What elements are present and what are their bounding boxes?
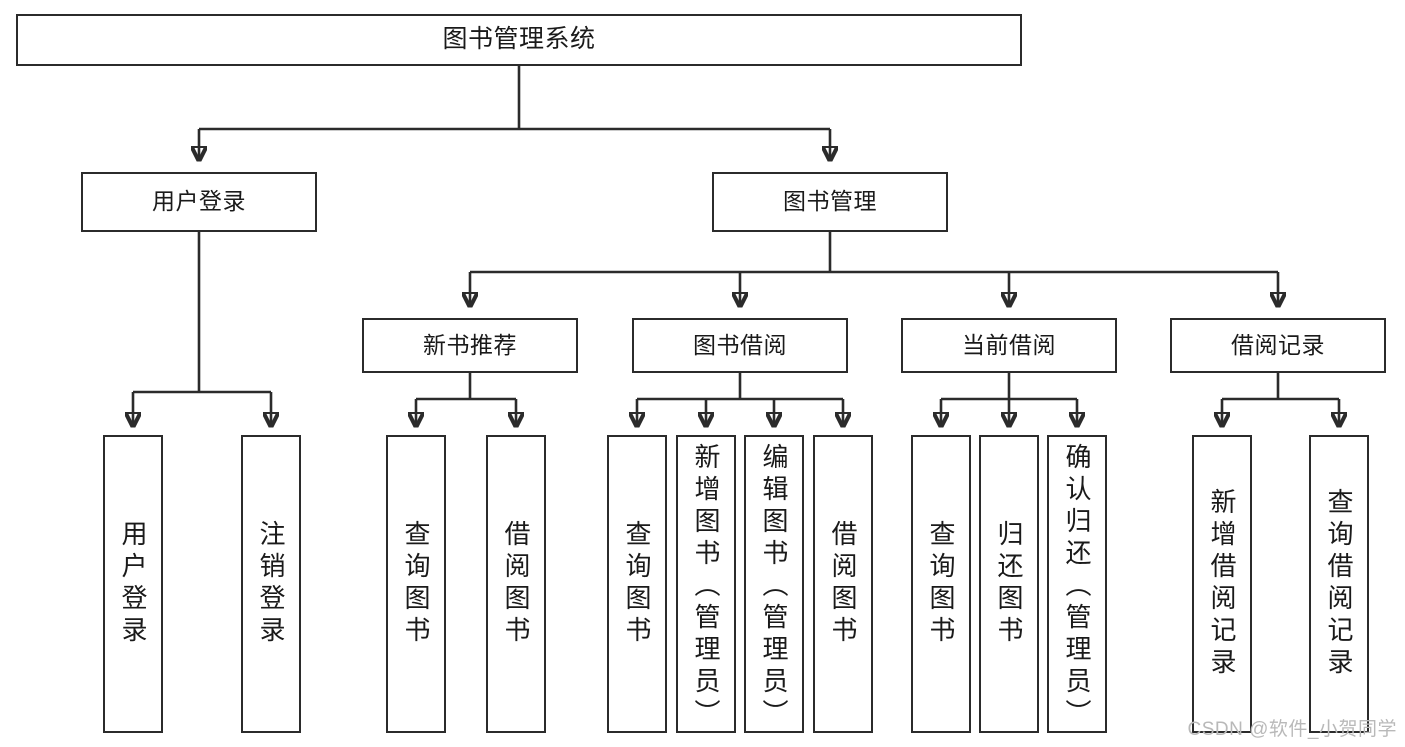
node-label: 新增图书（管理员） (691, 443, 721, 731)
leaf-borrow-edit-book-admin[interactable]: 编辑图书（管理员） (744, 435, 804, 733)
leaf-text-wrap: 查询借阅记录 (1311, 437, 1367, 731)
node-label: 确认归还（管理员） (1062, 443, 1092, 731)
leaf-text-wrap: 新增借阅记录 (1194, 437, 1250, 731)
leaf-record-query-record[interactable]: 查询借阅记录 (1309, 435, 1369, 733)
leaf-record-add-record[interactable]: 新增借阅记录 (1192, 435, 1252, 733)
leaf-current-return-book[interactable]: 归还图书 (979, 435, 1039, 733)
node-book-management[interactable]: 图书管理 (712, 172, 948, 232)
leaf-recommend-query-book[interactable]: 查询图书 (386, 435, 446, 733)
leaf-borrow-query-book[interactable]: 查询图书 (607, 435, 667, 733)
node-label: 查询图书 (926, 520, 956, 648)
node-label: 新书推荐 (423, 331, 517, 358)
node-user-login[interactable]: 用户登录 (81, 172, 317, 232)
leaf-borrow-add-book-admin[interactable]: 新增图书（管理员） (676, 435, 736, 733)
node-label: 用户登录 (118, 520, 148, 648)
node-label: 新增借阅记录 (1207, 488, 1237, 680)
node-label: 查询图书 (622, 520, 652, 648)
leaf-text-wrap: 借阅图书 (488, 437, 544, 731)
node-label: 当前借阅 (962, 331, 1056, 358)
node-label: 编辑图书（管理员） (759, 443, 789, 731)
node-label: 借阅图书 (501, 520, 531, 648)
leaf-current-confirm-return-admin[interactable]: 确认归还（管理员） (1047, 435, 1107, 733)
leaf-recommend-borrow-book[interactable]: 借阅图书 (486, 435, 546, 733)
node-current-borrow[interactable]: 当前借阅 (901, 318, 1117, 373)
leaf-text-wrap: 用户登录 (105, 437, 161, 731)
node-borrow-record[interactable]: 借阅记录 (1170, 318, 1386, 373)
leaf-text-wrap: 归还图书 (981, 437, 1037, 731)
node-label: 用户登录 (152, 188, 246, 215)
leaf-text-wrap: 借阅图书 (815, 437, 871, 731)
leaf-text-wrap: 确认归还（管理员） (1049, 437, 1105, 731)
node-label: 图书管理系统 (442, 25, 596, 54)
leaf-user-login-login[interactable]: 用户登录 (103, 435, 163, 733)
leaf-user-login-logout[interactable]: 注销登录 (241, 435, 301, 733)
leaf-text-wrap: 注销登录 (243, 437, 299, 731)
leaf-text-wrap: 编辑图书（管理员） (746, 437, 802, 731)
node-label: 查询借阅记录 (1324, 488, 1354, 680)
node-label: 归还图书 (994, 520, 1024, 648)
node-label: 图书借阅 (693, 331, 787, 358)
node-label: 查询图书 (401, 520, 431, 648)
node-label: 注销登录 (256, 520, 286, 648)
leaf-borrow-borrow-book[interactable]: 借阅图书 (813, 435, 873, 733)
leaf-text-wrap: 查询图书 (913, 437, 969, 731)
leaf-current-query-book[interactable]: 查询图书 (911, 435, 971, 733)
leaf-text-wrap: 查询图书 (609, 437, 665, 731)
node-label: 借阅记录 (1231, 331, 1325, 358)
node-book-borrow[interactable]: 图书借阅 (632, 318, 848, 373)
leaf-text-wrap: 新增图书（管理员） (678, 437, 734, 731)
node-new-book-recommend[interactable]: 新书推荐 (362, 318, 578, 373)
node-label: 借阅图书 (828, 520, 858, 648)
csdn-watermark: CSDN @软件_小贺同学 (1187, 719, 1397, 740)
leaf-text-wrap: 查询图书 (388, 437, 444, 731)
node-label: 图书管理 (783, 188, 877, 215)
node-root-system[interactable]: 图书管理系统 (16, 14, 1022, 66)
